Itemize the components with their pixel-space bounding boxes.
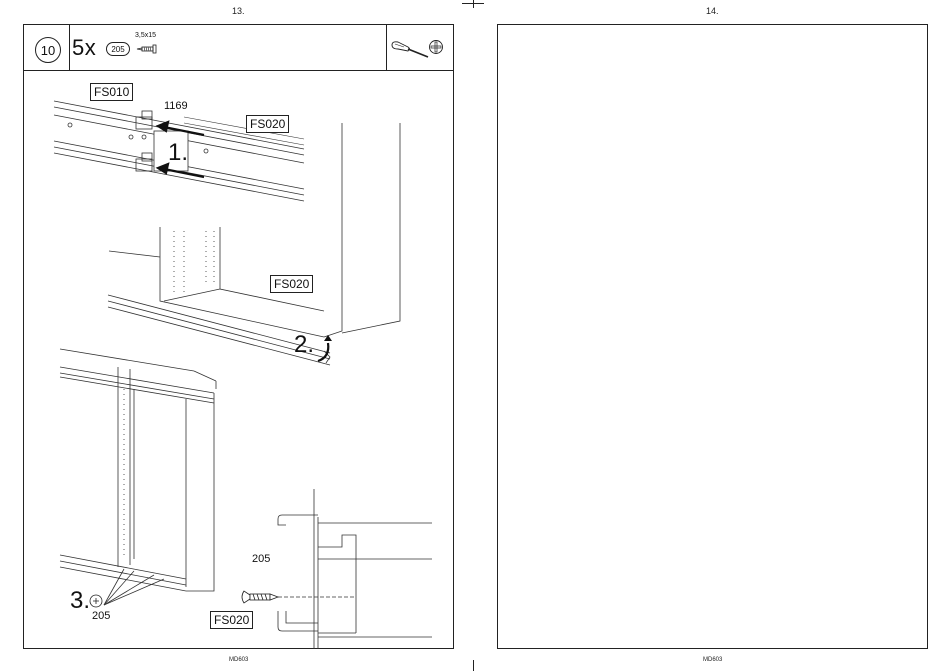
part-label-fs010: FS010 — [90, 83, 133, 101]
part-label-1169: 1169 — [164, 100, 188, 112]
screw-label-205-step3: 205 — [92, 610, 110, 622]
substep-3: 3. — [70, 587, 90, 615]
step-number: 10 — [35, 37, 61, 63]
crop-mark — [462, 3, 484, 4]
phillips-head-icon — [428, 39, 444, 55]
part-label-fs020-rail: FS020 — [270, 275, 313, 293]
screw-size: 3,5x15 — [135, 32, 156, 39]
screw-label-205-detail: 205 — [252, 553, 270, 565]
screw-quantity: 5x — [72, 35, 96, 61]
page-number-right: 14. — [706, 6, 719, 16]
instruction-panel-left: 10 5x 205 3,5x15 — [23, 24, 454, 649]
assembly-drawing — [24, 71, 453, 649]
screwdriver-icon — [390, 39, 432, 61]
part-label-fs020-detail: FS020 — [210, 611, 253, 629]
substep-1: 1. — [168, 139, 188, 167]
instruction-panel-right — [497, 24, 928, 649]
footer-code-left: MD603 — [229, 657, 248, 663]
part-label-fs020-top: FS020 — [246, 115, 289, 133]
substep-2: 2. — [294, 331, 314, 359]
crop-mark — [473, 0, 474, 8]
part-number-badge: 205 — [106, 42, 130, 56]
crop-mark — [473, 660, 474, 671]
screw-icon — [136, 43, 158, 55]
header-divider — [69, 25, 70, 70]
page-number-left: 13. — [232, 6, 245, 16]
footer-code-right: MD603 — [703, 657, 722, 663]
step-header: 10 5x 205 3,5x15 — [24, 25, 453, 71]
header-divider — [386, 25, 387, 70]
